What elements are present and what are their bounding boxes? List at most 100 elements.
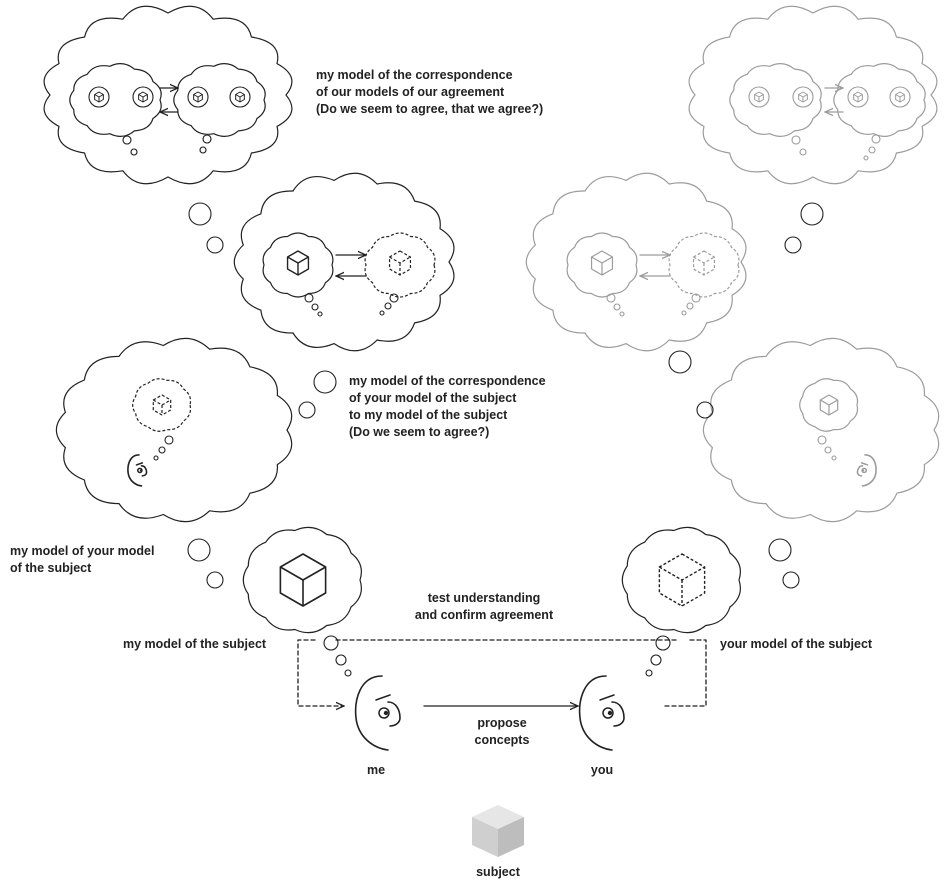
thought-bubble-circle <box>655 635 671 651</box>
thought-bubble-circle <box>344 669 352 677</box>
thought-bubble-circle <box>817 435 827 445</box>
face-outline <box>578 675 613 751</box>
face-pupil <box>383 710 389 716</box>
thought-cloud-icon <box>799 378 859 432</box>
thought-bubble-circle <box>130 148 138 156</box>
thought-bubble-circle <box>668 350 692 374</box>
cube-edge <box>820 399 838 406</box>
face-eye <box>602 707 614 719</box>
mid-label-line-3: to my model of the subject <box>349 408 508 422</box>
thought-bubble-circle <box>311 303 319 311</box>
cube-edge <box>193 94 203 98</box>
thought-bubble-circle <box>782 571 800 589</box>
thought-bubble-circle <box>650 654 662 666</box>
thought-cloud-icon <box>525 172 747 352</box>
cube-edge <box>693 256 715 264</box>
cubes <box>94 91 905 607</box>
cube-icon <box>138 91 148 103</box>
thought-bubble-circle <box>389 293 399 303</box>
face-pupil <box>139 469 142 472</box>
thought-bubble-circle <box>613 303 621 311</box>
dashed-cube-icon <box>692 250 716 276</box>
thought-bubble-circle <box>384 302 392 310</box>
cube-edge <box>279 566 327 581</box>
thought-bubble-circle <box>831 455 837 461</box>
face-nose <box>387 701 401 727</box>
thought-bubble-circle <box>784 236 802 254</box>
face-outline <box>861 454 877 487</box>
cube-edge <box>754 94 764 98</box>
thought-bubble-circle <box>313 370 337 394</box>
thought-bubble-circle <box>606 293 616 303</box>
thought-cloud-icon <box>132 378 192 432</box>
thought-bubble-circle <box>379 310 385 316</box>
mid-label-line-1: my model of the correspondence <box>349 374 546 388</box>
thought-bubble-circle <box>645 669 653 677</box>
face-icon <box>578 675 625 751</box>
thought-bubble-circle <box>153 455 159 461</box>
face-brow <box>599 694 615 701</box>
cube-icon <box>235 91 245 103</box>
thought-bubbles <box>88 86 911 677</box>
mid-label-line-2: of your model of the subject <box>349 391 517 405</box>
thought-cloud-icon <box>55 337 293 523</box>
faces <box>127 454 877 751</box>
thought-bubble-circle <box>691 293 701 303</box>
thought-bubble-circle <box>206 236 224 254</box>
test-label-line-1: test understanding <box>428 591 541 605</box>
propose-label-line-2: concepts <box>475 733 530 747</box>
thought-cloud-icon <box>69 63 162 137</box>
thought-bubble-circle <box>871 134 881 144</box>
thought-bubble-circle <box>768 538 792 562</box>
top-label-line-2: of our models of our agreement <box>316 85 505 99</box>
thought-bubble-circle <box>792 86 814 108</box>
thought-cloud-icon <box>621 526 741 634</box>
thought-bubble-circle <box>304 293 314 303</box>
thought-cloud-icon <box>173 63 266 137</box>
dashed-cube-icon <box>658 553 706 607</box>
cube-edge <box>389 256 411 264</box>
thought-bubble-circle <box>164 435 174 445</box>
thought-bubble-circle <box>158 446 166 454</box>
thought-bubble-circle <box>202 134 212 144</box>
thought-bubble-circle <box>868 146 876 154</box>
cube-edge <box>895 94 905 98</box>
face-outline <box>127 454 143 487</box>
thought-cloud-icon <box>242 526 362 634</box>
thought-bubble-circle <box>681 310 687 316</box>
cube-icon <box>286 250 310 276</box>
face-outline <box>354 675 389 751</box>
cube-edge <box>798 94 808 98</box>
top-label-line-1: my model of the correspondence <box>316 68 513 82</box>
cube-edge <box>235 94 245 98</box>
dashed-cube-icon <box>388 250 412 276</box>
your-model-subject-label: your model of the subject <box>720 637 873 651</box>
thought-bubble-circle <box>800 202 824 226</box>
dashed-cube-icon <box>152 394 172 416</box>
cube-icon <box>798 91 808 103</box>
cube-edge <box>287 256 309 264</box>
face-eye <box>378 707 390 719</box>
thought-cloud-icon <box>364 232 436 298</box>
your-model-label-line-2: of the subject <box>10 561 92 575</box>
face-eye <box>861 467 868 474</box>
thought-bubble-circle <box>847 86 869 108</box>
test-label-line-2: and confirm agreement <box>415 608 554 622</box>
face-nose <box>856 465 864 477</box>
you-label: you <box>591 763 613 777</box>
thought-cloud-icon <box>43 5 293 185</box>
thought-bubble-circle <box>206 571 224 589</box>
face-icon <box>856 454 877 487</box>
cube-edge <box>138 94 148 98</box>
thought-bubble-circle <box>748 86 770 108</box>
thought-bubble-circle <box>187 86 209 108</box>
thought-bubble-circle <box>188 202 212 226</box>
thought-bubble-circle <box>889 86 911 108</box>
face-brow <box>860 462 869 466</box>
test-loop-left <box>297 639 344 706</box>
your-model-label-line-1: my model of your model <box>10 544 154 558</box>
cube-icon <box>94 91 104 103</box>
thought-cloud-icon <box>262 232 334 298</box>
thought-bubble-circle <box>791 135 801 145</box>
